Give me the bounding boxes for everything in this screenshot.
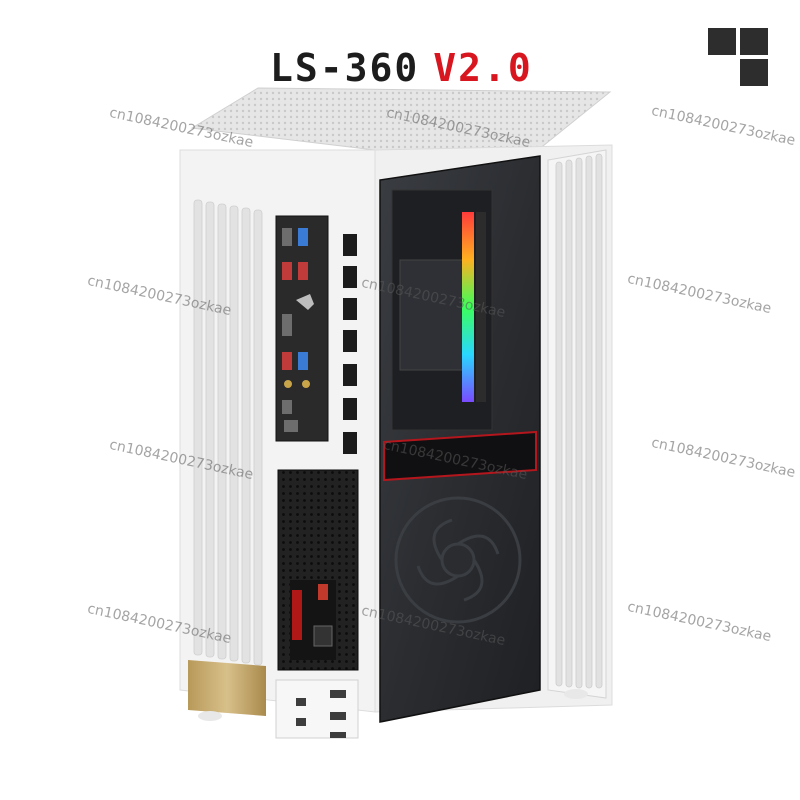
pcie-slot-covers bbox=[343, 234, 357, 454]
rog-logo-icon bbox=[296, 294, 314, 310]
rear-vent-slots bbox=[193, 199, 263, 666]
graphics-card bbox=[383, 430, 537, 482]
usb-ports-icon bbox=[296, 690, 346, 738]
brand-logo-icon bbox=[708, 28, 770, 88]
front-vent-slots bbox=[555, 153, 603, 689]
gold-badge bbox=[188, 660, 266, 716]
top-mesh-panel bbox=[190, 87, 612, 151]
front-fan-icon bbox=[394, 496, 522, 624]
model-name: LS-360 bbox=[270, 46, 420, 90]
io-ports-icon bbox=[282, 228, 310, 432]
version-label: V2.0 bbox=[433, 46, 533, 90]
case-foot bbox=[564, 689, 588, 699]
product-title: LS-360 V2.0 bbox=[270, 46, 533, 90]
cpu-cooler-block bbox=[399, 259, 467, 371]
rgb-ram-stick bbox=[462, 212, 474, 402]
front-io-panel bbox=[275, 679, 359, 739]
psu-power-socket-icon bbox=[313, 625, 333, 647]
case-foot bbox=[198, 711, 222, 721]
